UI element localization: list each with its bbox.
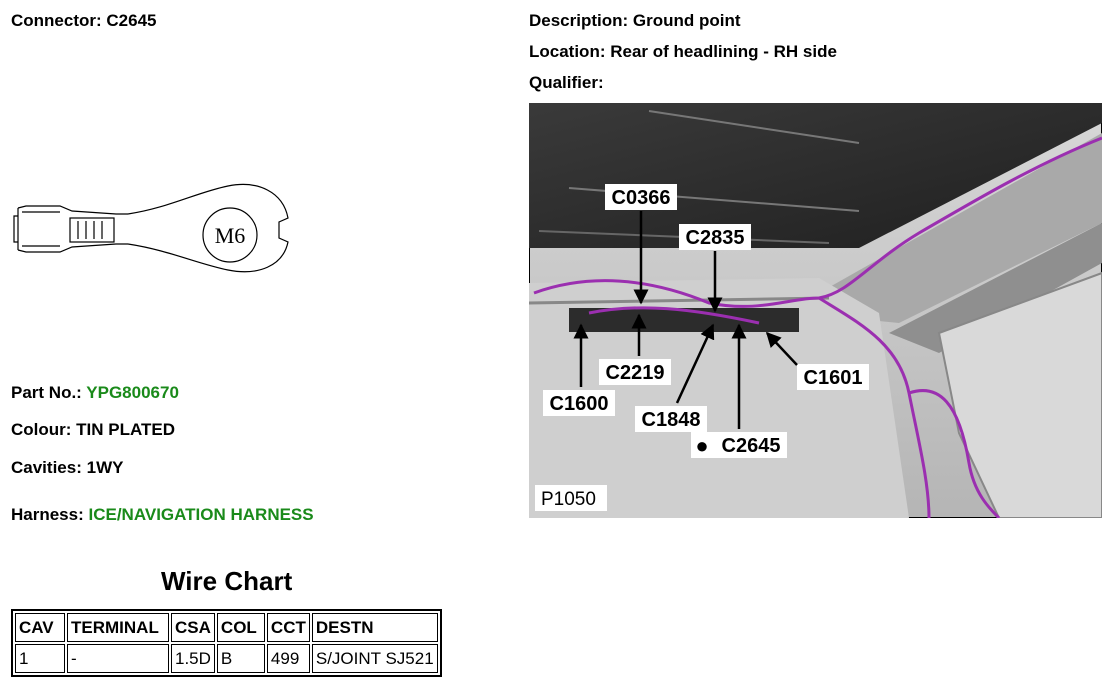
callout-c2645: ● C2645 — [691, 323, 787, 458]
callout-c2219: C2219 — [599, 313, 671, 385]
wire-chart-header-row: CAV TERMINAL CSA COL CCT DESTN — [15, 613, 438, 642]
connector-value: C2645 — [106, 11, 157, 30]
cavities-line: Cavities: 1WY — [11, 458, 123, 478]
cell-col: B — [216, 644, 265, 673]
stud-size-label: M6 — [215, 223, 246, 248]
wire-chart-title: Wire Chart — [161, 566, 293, 596]
callout-c1848: C1848 — [635, 323, 715, 432]
harness-link[interactable]: ICE/NAVIGATION HARNESS — [88, 505, 314, 524]
svg-text:C2835: C2835 — [686, 227, 745, 249]
cell-cav: 1 — [15, 644, 65, 673]
location-label: Location: — [529, 42, 606, 61]
header-cct: CCT — [266, 613, 310, 642]
part-no-label: Part No.: — [11, 383, 82, 402]
photo-id-label: P1050 — [541, 489, 596, 510]
svg-text:C1601: C1601 — [804, 367, 863, 389]
cell-csa: 1.5D — [171, 644, 215, 673]
part-no-link[interactable]: YPG800670 — [86, 383, 179, 402]
callout-c0366: C0366 — [605, 184, 677, 305]
svg-text:C0366: C0366 — [612, 187, 671, 209]
cavities-value: 1WY — [86, 458, 124, 477]
cell-destn: S/JOINT SJ521 — [311, 644, 438, 673]
connector-location-photo: C0366 C2835 C2219 C1600 C1848 ● C2645 — [529, 103, 1102, 518]
header-destn: DESTN — [311, 613, 438, 642]
qualifier-label: Qualifier: — [529, 73, 604, 92]
callout-c1600: C1600 — [543, 323, 615, 416]
table-row: 1 - 1.5D B 499 S/JOINT SJ521 — [15, 644, 438, 673]
description-line: Description: Ground point — [529, 11, 741, 31]
connector-line: Connector: C2645 — [11, 11, 157, 31]
location-value: Rear of headlining - RH side — [610, 42, 837, 61]
ring-terminal-drawing: M6 — [13, 183, 289, 273]
header-cav: CAV — [15, 613, 65, 642]
svg-text:C2219: C2219 — [606, 362, 665, 384]
header-col: COL — [216, 613, 265, 642]
cell-cct: 499 — [266, 644, 310, 673]
svg-text:C1600: C1600 — [550, 393, 609, 415]
colour-line: Colour: TIN PLATED — [11, 420, 175, 440]
header-csa: CSA — [171, 613, 215, 642]
callout-c2835: C2835 — [679, 224, 751, 313]
harness-label: Harness: — [11, 505, 84, 524]
qualifier-line: Qualifier: — [529, 73, 604, 93]
header-terminal: TERMINAL — [67, 613, 169, 642]
callout-c1601: C1601 — [765, 331, 869, 390]
cell-terminal: - — [67, 644, 169, 673]
description-label: Description: — [529, 11, 629, 30]
connector-label: Connector: — [11, 11, 102, 30]
highlight-marker: ● — [695, 433, 708, 458]
colour-value: TIN PLATED — [76, 420, 176, 439]
location-line: Location: Rear of headlining - RH side — [529, 42, 837, 62]
part-no-line: Part No.: YPG800670 — [11, 383, 179, 403]
description-value: Ground point — [632, 11, 741, 30]
cavities-label: Cavities: — [11, 458, 82, 477]
harness-line: Harness: ICE/NAVIGATION HARNESS — [11, 505, 314, 525]
svg-text:C1848: C1848 — [642, 409, 701, 431]
svg-text:C2645: C2645 — [722, 435, 781, 457]
colour-label: Colour: — [11, 420, 72, 439]
wire-chart-table: CAV TERMINAL CSA COL CCT DESTN 1 - 1.5D … — [11, 609, 442, 677]
